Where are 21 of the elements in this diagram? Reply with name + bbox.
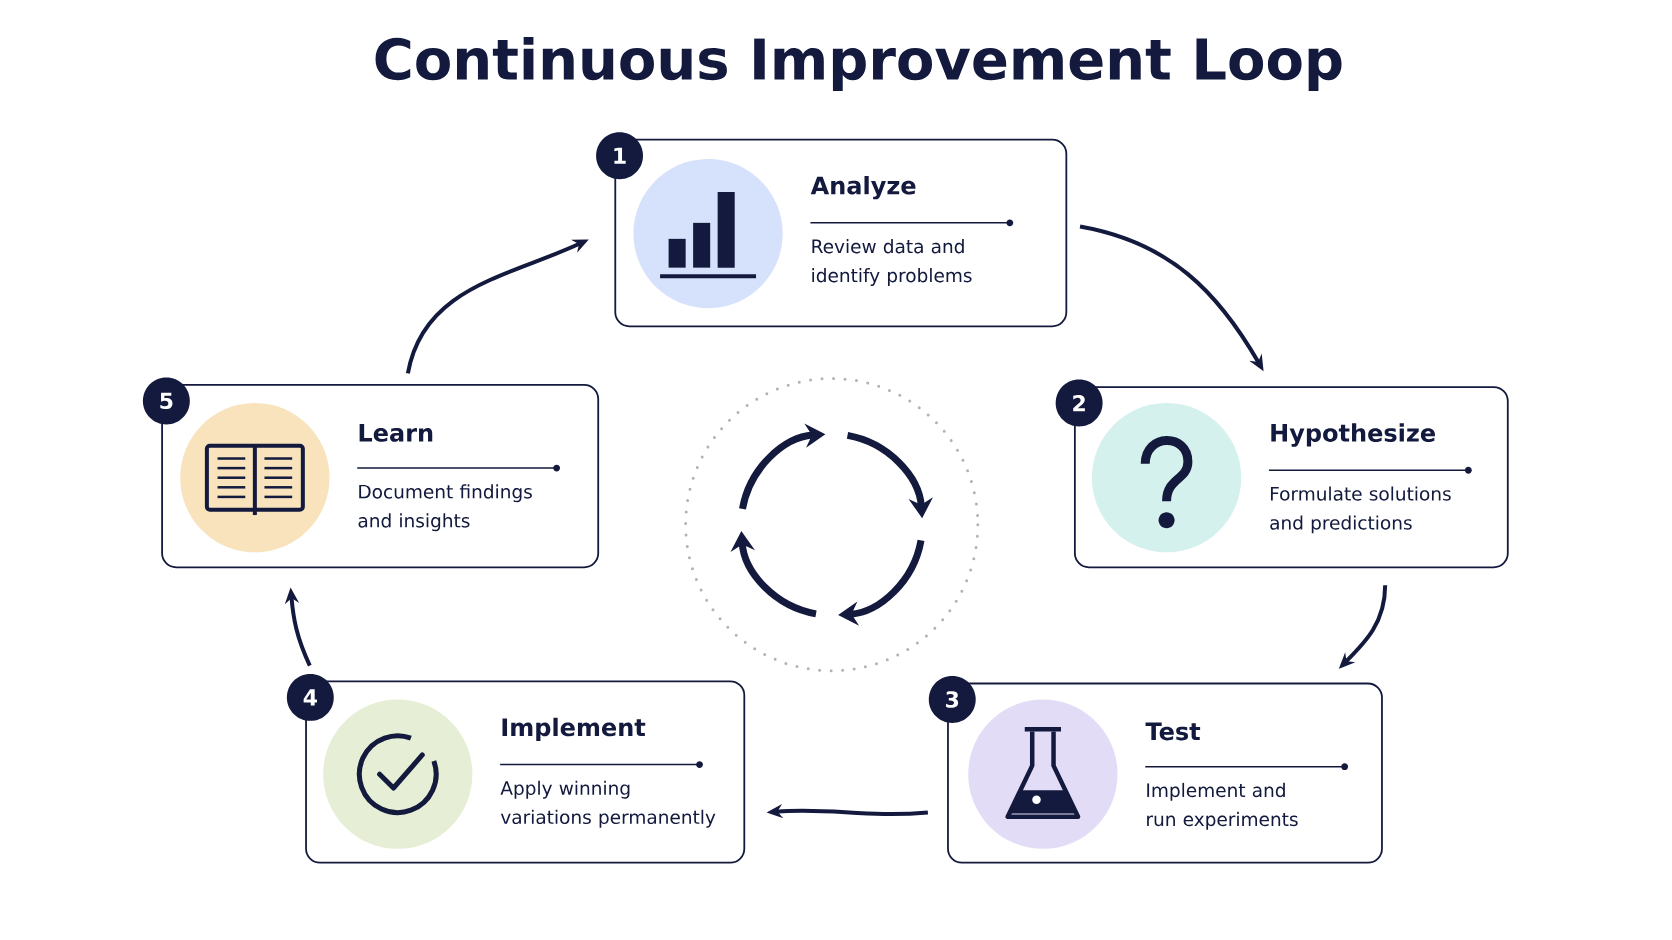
step-description: Apply winning variations permanently — [500, 780, 716, 828]
step-card — [286, 673, 746, 864]
step-description: Implement and run experiments — [1147, 782, 1298, 830]
step-description: Formulate solutions and predictions — [1270, 486, 1451, 534]
number-badge: 2 — [1055, 379, 1103, 427]
number-badge: 1 — [596, 132, 643, 179]
number-badge: 3 — [928, 675, 976, 723]
step-card — [142, 377, 600, 568]
step-title: Implement — [502, 717, 646, 741]
step-description: Review data and identify problems — [812, 238, 972, 286]
step-title: Analyze — [810, 175, 916, 200]
number-badge: 4 — [286, 673, 334, 721]
title: Continuous Improvement Loop — [375, 36, 1342, 91]
step-card — [1055, 379, 1509, 568]
step-card — [596, 132, 1068, 327]
step-card — [928, 675, 1383, 864]
step-title: Learn — [359, 423, 433, 442]
step-title: Hypothesize — [1271, 423, 1435, 447]
step-description: Document findings and insights — [358, 484, 532, 531]
step-title: Test — [1145, 722, 1201, 741]
number-badge: 5 — [142, 377, 190, 425]
